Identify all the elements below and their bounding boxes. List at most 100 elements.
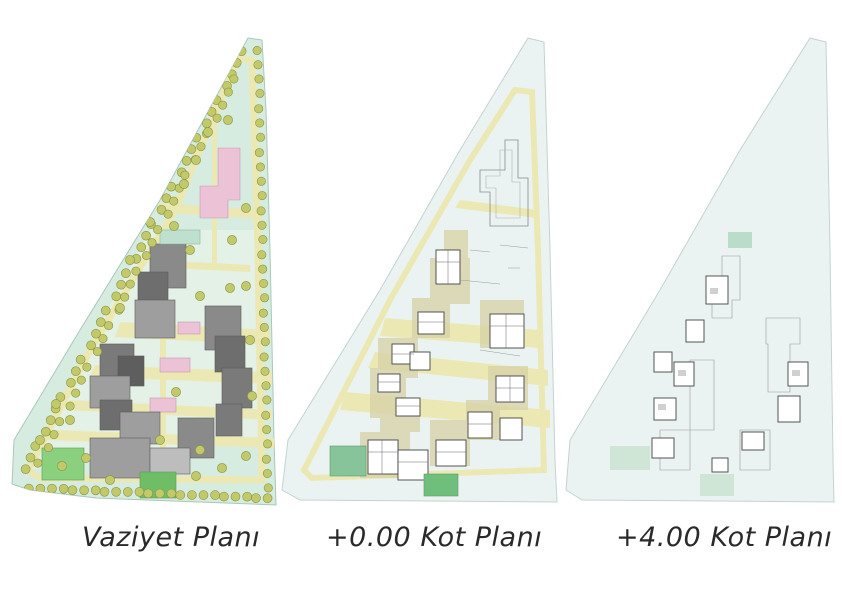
tree-icon (195, 445, 205, 455)
tree-icon (263, 483, 273, 493)
tree-icon (202, 118, 212, 129)
tree-icon (262, 425, 272, 435)
tree-icon (49, 430, 59, 440)
tree-icon (180, 170, 190, 180)
tree-icon (65, 415, 75, 425)
tree-icon (169, 196, 179, 206)
upper-floor-caption: +4.00 Kot Planı (616, 522, 833, 553)
tree-icon (35, 435, 45, 445)
tree-icon (187, 105, 197, 115)
tree-icon (185, 245, 195, 255)
tree-icon (255, 88, 265, 98)
tree-icon (169, 221, 179, 231)
tree-icon (91, 328, 101, 339)
tree-icon (241, 451, 251, 461)
tree-icon (143, 488, 153, 499)
tree-icon (259, 352, 269, 362)
ground-floor-panel (281, 37, 558, 503)
tree-icon (123, 487, 133, 497)
tree-icon (111, 486, 121, 497)
tree-icon (254, 148, 264, 158)
tree-icon (223, 87, 233, 97)
tree-icon (75, 354, 86, 365)
green-slab (610, 446, 650, 470)
tree-icon (203, 127, 213, 137)
tree-icon (263, 439, 273, 449)
building-outline (485, 149, 521, 219)
tree-icon (257, 250, 267, 260)
tree-icon (125, 279, 135, 289)
tree-icon (191, 155, 201, 165)
tree-icon (212, 113, 222, 123)
tree-icon (261, 410, 271, 420)
tree-icon (242, 491, 252, 502)
tree-icon (175, 490, 186, 500)
tree-icon (247, 391, 257, 401)
tree-icon (33, 458, 43, 468)
tree-icon (55, 392, 66, 402)
tree-icon (51, 399, 61, 409)
tree-icon (116, 279, 126, 290)
green-terrace (329, 445, 367, 477)
tree-icon (256, 176, 266, 186)
tree-icon (254, 104, 264, 114)
tree-icon (255, 118, 265, 128)
tree-icon (261, 454, 271, 464)
tree-icon (196, 142, 206, 152)
building-outline (479, 139, 529, 227)
tree-icon (58, 483, 69, 494)
tree-icon (81, 453, 91, 463)
site-plan-panel (11, 37, 277, 506)
tree-icon (96, 317, 106, 328)
tree-icon (131, 266, 141, 276)
pink-plazas (149, 147, 241, 413)
tree-icon (187, 490, 197, 500)
tree-icon (86, 340, 96, 351)
tree-icon (65, 401, 75, 411)
tree-icon (99, 486, 110, 497)
grid-lines (459, 244, 529, 357)
tree-icon (20, 464, 31, 475)
tree-icon (191, 132, 202, 143)
tree-icon (210, 490, 220, 500)
tree-icon (195, 291, 205, 301)
tree-icon (260, 366, 270, 376)
tree-icon (43, 443, 53, 453)
tree-icon (166, 488, 177, 499)
tree-icon (260, 337, 270, 347)
ground-floor-caption: +0.00 Kot Planı (326, 522, 543, 553)
tree-icon (79, 485, 89, 496)
tree-icon (236, 46, 247, 57)
tree-icon (71, 366, 81, 377)
tree-icon (241, 203, 251, 213)
tree-icon (155, 488, 165, 499)
tree-icon (92, 347, 102, 357)
tree-icon (257, 191, 267, 201)
tree-icon (255, 162, 265, 172)
tree-icon (261, 381, 271, 391)
tree-icon (259, 278, 269, 288)
tree-icon (25, 452, 36, 463)
tree-icon (229, 74, 239, 84)
tree-icon (245, 335, 255, 345)
tree-icon (257, 220, 267, 230)
tree-icon (254, 74, 264, 84)
tree-icon (105, 475, 115, 485)
tree-icon (104, 321, 114, 331)
tree-icon (191, 471, 201, 481)
tree-icon (218, 100, 228, 110)
tree-icon (223, 115, 233, 125)
tree-icon (155, 435, 165, 445)
tree-icon (98, 334, 108, 344)
tree-icon (147, 238, 157, 248)
tree-icon (251, 493, 261, 503)
tree-icon (259, 322, 269, 332)
tree-icon (47, 483, 57, 494)
site-boundary (565, 37, 835, 503)
tree-icon (230, 491, 241, 502)
tree-icon (171, 387, 181, 397)
building-roofs (89, 229, 253, 479)
tree-icon (258, 264, 268, 274)
tree-icon (90, 485, 101, 496)
tree-icon (231, 57, 242, 68)
